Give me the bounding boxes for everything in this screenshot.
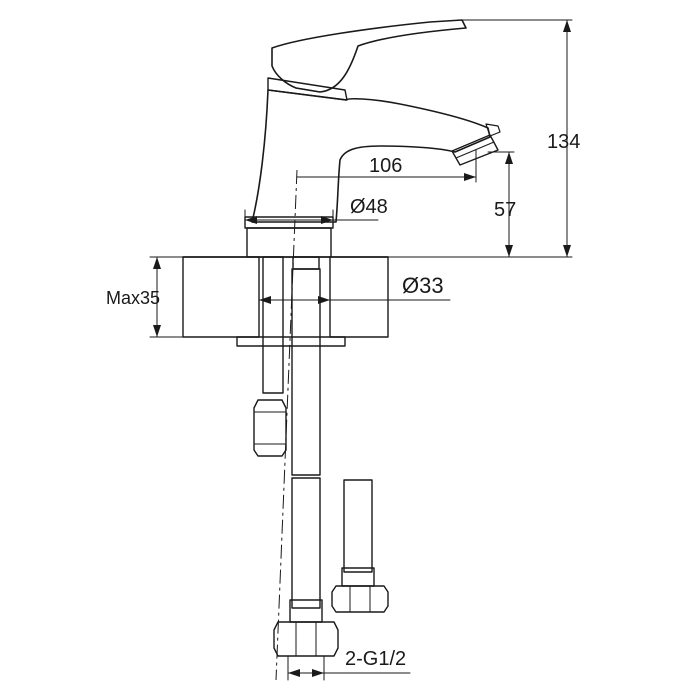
supply-hoses: [253, 256, 389, 657]
hose-nut-short: [331, 585, 389, 613]
countertop-right-block: [329, 256, 389, 338]
label-spout-height: 57: [494, 199, 516, 221]
label-max-thickness: Max35: [106, 288, 160, 308]
mounting-plate: [236, 336, 346, 347]
hose-long-lower: [291, 477, 321, 609]
label-connection: 2-G1/2: [345, 648, 406, 670]
hose-nut-long: [273, 621, 339, 657]
faucet-spout: [251, 89, 491, 223]
base-flange: [246, 227, 332, 258]
aerator: [451, 134, 499, 166]
countertop-left-block: [182, 256, 260, 338]
handle-lever: [271, 19, 467, 93]
cartridge-collar: [267, 77, 348, 101]
label-total-height: 134: [547, 131, 580, 153]
label-base-diameter: Ø48: [350, 196, 388, 218]
mounting-stud: [262, 256, 284, 394]
center-line: [275, 169, 298, 681]
faucet-body: [244, 19, 501, 258]
label-spout-reach: 106: [369, 155, 402, 177]
hose-connector: [292, 256, 320, 270]
countertop-section: [182, 256, 389, 338]
hose-short: [343, 479, 373, 573]
dimension-lines: [149, 19, 573, 681]
stud-nut: [253, 399, 287, 457]
hose-long-upper: [291, 268, 321, 476]
label-hole-diameter: Ø33: [402, 273, 444, 298]
